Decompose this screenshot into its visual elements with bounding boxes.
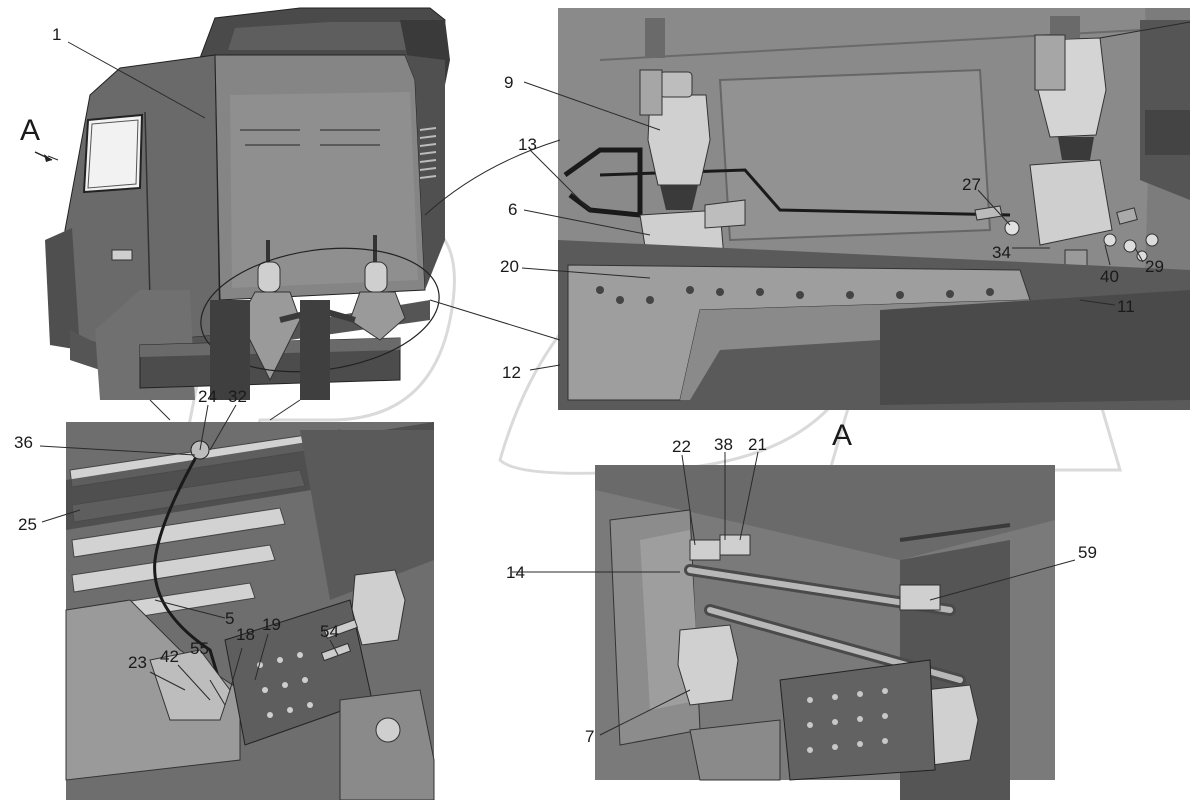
callout-7: 7 [585,727,594,746]
underbody-view [65,422,435,800]
callout-1: 1 [52,25,61,44]
callout-23: 23 [128,653,147,672]
callout-20: 20 [500,257,519,276]
leader-lines [39,21,1191,736]
callout-34: 34 [992,243,1011,262]
cab-view [45,7,450,400]
rear-suspension-view [558,8,1190,410]
detail-a-view [595,465,1055,800]
callout-29: 29 [1145,257,1164,276]
callout-36: 36 [14,433,33,452]
view-arrow [34,151,53,162]
callout-40: 40 [1100,267,1119,286]
connector-lines [149,139,561,421]
callout-6: 6 [508,200,517,219]
callout-12: 12 [502,363,521,382]
callout-9: 9 [504,73,513,92]
callout-18: 18 [236,625,255,644]
callout-24: 24 [198,387,217,406]
callout-13: 13 [518,135,537,154]
callout-38: 38 [714,435,733,454]
callout-11: 11 [1117,297,1135,316]
callout-19: 19 [262,615,281,634]
callout-55: 55 [190,639,209,658]
callout-21: 21 [748,435,767,454]
callout-5: 5 [225,609,234,628]
callout-54: 54 [320,622,339,641]
view-marker-a-detail: A [832,419,852,452]
callout-14: 14 [506,563,525,582]
callout-27: 27 [962,175,981,194]
callout-22: 22 [672,437,691,456]
callout-59: 59 [1078,543,1097,562]
callout-25: 25 [18,515,37,534]
callout-32: 32 [228,387,247,406]
callout-42: 42 [160,647,179,666]
callout-labels: A A 1 9 13 6 20 12 27 34 40 29 11 24 32 … [14,25,1164,746]
view-marker-a: A [20,114,40,147]
